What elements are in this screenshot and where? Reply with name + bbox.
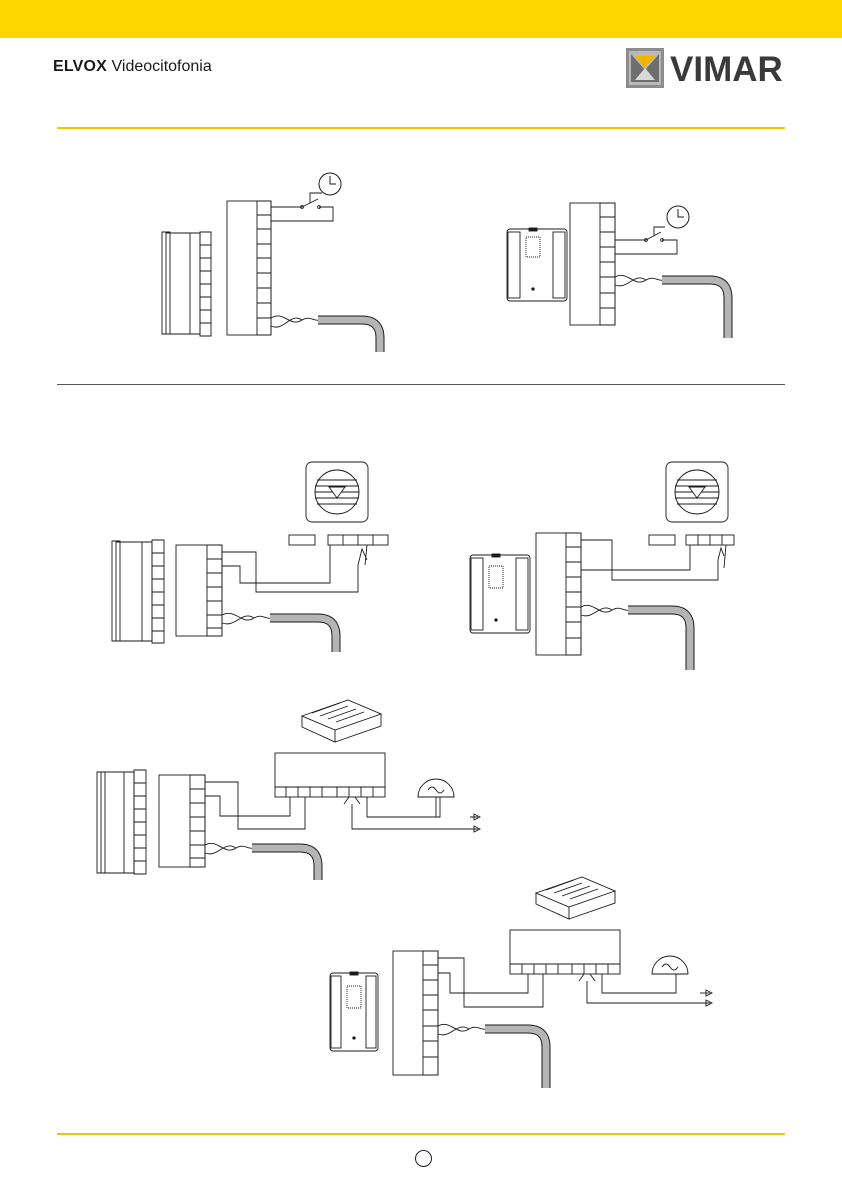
- speaker-icon: [666, 462, 728, 522]
- mains-ac-icon: [418, 779, 454, 797]
- switch-icon: [645, 227, 665, 241]
- terminal-block: [176, 545, 222, 636]
- power-supply-icon: [302, 700, 381, 742]
- clock-icon: [667, 206, 689, 228]
- diagram-lower-right: [330, 877, 712, 1075]
- power-supply-block: [275, 753, 385, 797]
- terminal-block: [227, 201, 271, 335]
- handset-monitor-icon: [112, 540, 164, 643]
- terminal-block: [393, 951, 438, 1075]
- mains-ac-icon: [652, 956, 688, 974]
- twisted-pair: [271, 316, 320, 322]
- speaker-terminal-a: [649, 535, 675, 545]
- terminal-block: [570, 203, 615, 325]
- terminal-block: [159, 775, 205, 867]
- clock-icon: [319, 173, 341, 195]
- speaker-terminal-b: [328, 535, 388, 545]
- diagram-top-right: [507, 203, 689, 325]
- terminal-block: [536, 533, 581, 655]
- power-supply-icon: [536, 877, 615, 919]
- entry-panel-icon: [330, 972, 378, 1051]
- power-supply-block: [510, 930, 620, 974]
- speaker-terminal-b: [686, 535, 734, 545]
- handset-monitor-icon: [162, 232, 211, 336]
- switch-wires: [271, 207, 333, 221]
- speaker-terminal-a: [289, 535, 315, 545]
- switch-wires: [615, 240, 677, 254]
- entry-panel-icon: [470, 554, 530, 633]
- switch-icon: [301, 193, 322, 208]
- speaker-icon: [306, 462, 368, 522]
- diagram-top-left: [162, 173, 341, 336]
- bus-cables: [252, 280, 728, 1088]
- page-number-circle: [415, 1150, 432, 1167]
- diagram-mid-left: [112, 462, 388, 643]
- handset-monitor-icon: [97, 770, 146, 874]
- entry-panel-icon: [507, 228, 567, 301]
